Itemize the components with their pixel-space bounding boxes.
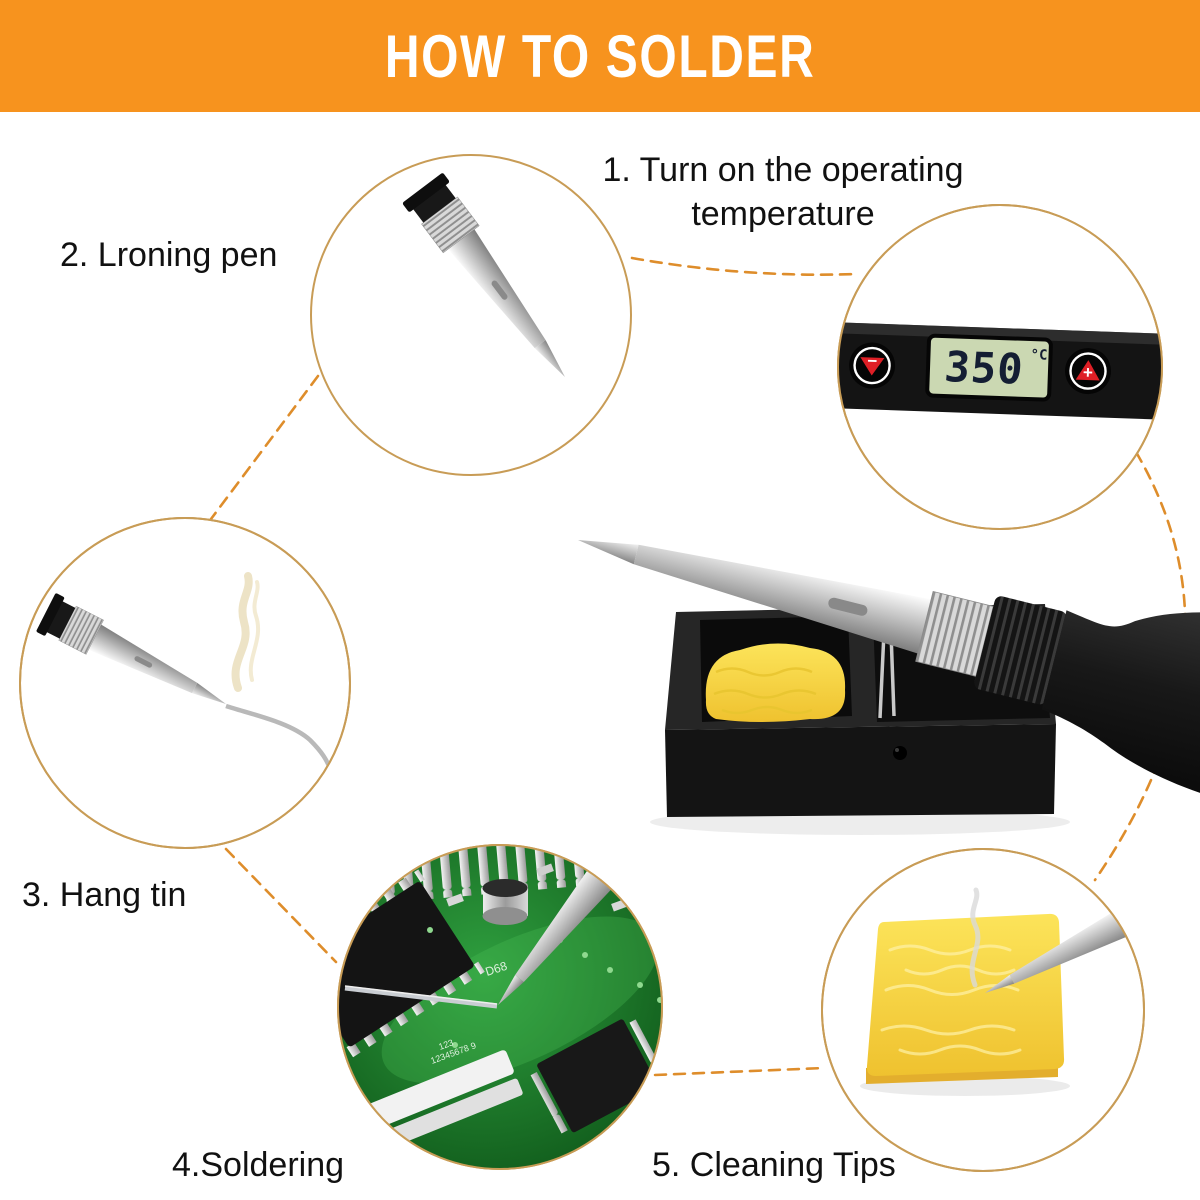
iron-handle <box>1041 610 1200 809</box>
cleaning-sponge-photo <box>860 887 1144 1096</box>
step-2-label: 2. Lroning pen <box>60 236 278 274</box>
step-3-circle-hang-tin <box>19 517 351 849</box>
solder-wire <box>225 703 334 772</box>
step-1-label: 1. Turn on the operating temperature <box>588 148 978 236</box>
connector-iron-to-temperature <box>630 256 858 276</box>
step-5-circle-cleaning <box>821 848 1145 1172</box>
silkscreen-d68: D68 <box>484 959 510 979</box>
step-4-circle-soldering: D68 123 12345678 9 <box>337 844 663 1170</box>
triangle-up-icon <box>1075 360 1100 381</box>
step-2-circle-iron-pen <box>310 154 632 476</box>
triangle-down-icon <box>860 357 885 376</box>
solder-wire-on-pcb <box>344 985 498 1009</box>
step-2-circle <box>310 154 632 476</box>
step-4-label: 4.Soldering <box>172 1146 345 1184</box>
stand-sponge <box>705 643 846 722</box>
lcd-temperature-unit: °C <box>1030 347 1047 364</box>
sponge-texture <box>880 944 1022 1056</box>
iron-barrel <box>633 544 932 654</box>
stand-sponge-texture <box>713 667 817 715</box>
iron-tip <box>578 540 639 565</box>
step-1-label-line2: temperature <box>691 195 875 233</box>
page-title: HOW TO SOLDER <box>384 22 816 90</box>
smoke-wisp <box>969 887 981 988</box>
pcb-soldering-photo: D68 123 12345678 9 <box>338 845 662 1169</box>
title-banner: HOW TO SOLDER <box>0 0 1200 112</box>
connector-soldering-to-cleaning <box>653 1066 826 1077</box>
step-5-label: 5. Cleaning Tips <box>652 1146 896 1184</box>
step-3-label: 3. Hang tin <box>22 876 187 914</box>
capacitor <box>482 879 528 925</box>
step-1-label-line1: 1. Turn on the operating <box>602 151 964 189</box>
connector-hangtin-to-soldering <box>224 847 338 964</box>
barrel-vent-slot <box>828 597 868 616</box>
minus-icon: − <box>867 351 878 370</box>
center-iron-on-stand <box>578 540 1200 835</box>
knurled-collar <box>974 596 1067 705</box>
decrease-temperature-button: − <box>849 342 896 389</box>
stand-screw-hole <box>893 746 907 760</box>
plus-icon: + <box>1083 363 1094 382</box>
temperature-display-photo: 350 °C − + <box>838 321 1162 421</box>
connector-iron-to-hangtin <box>209 374 320 521</box>
step-1-circle-temperature: 350 °C − + <box>837 204 1163 530</box>
soldering-iron <box>578 540 1200 809</box>
smoke-wisp <box>231 572 253 692</box>
cleaning-sponge <box>866 913 1065 1076</box>
hang-tin-photo <box>35 572 334 772</box>
lcd-screen <box>925 333 1053 402</box>
increase-temperature-button: + <box>1065 348 1112 395</box>
silkscreen-123: 123 <box>437 1037 455 1052</box>
lcd-temperature-value: 350 <box>943 342 1026 394</box>
